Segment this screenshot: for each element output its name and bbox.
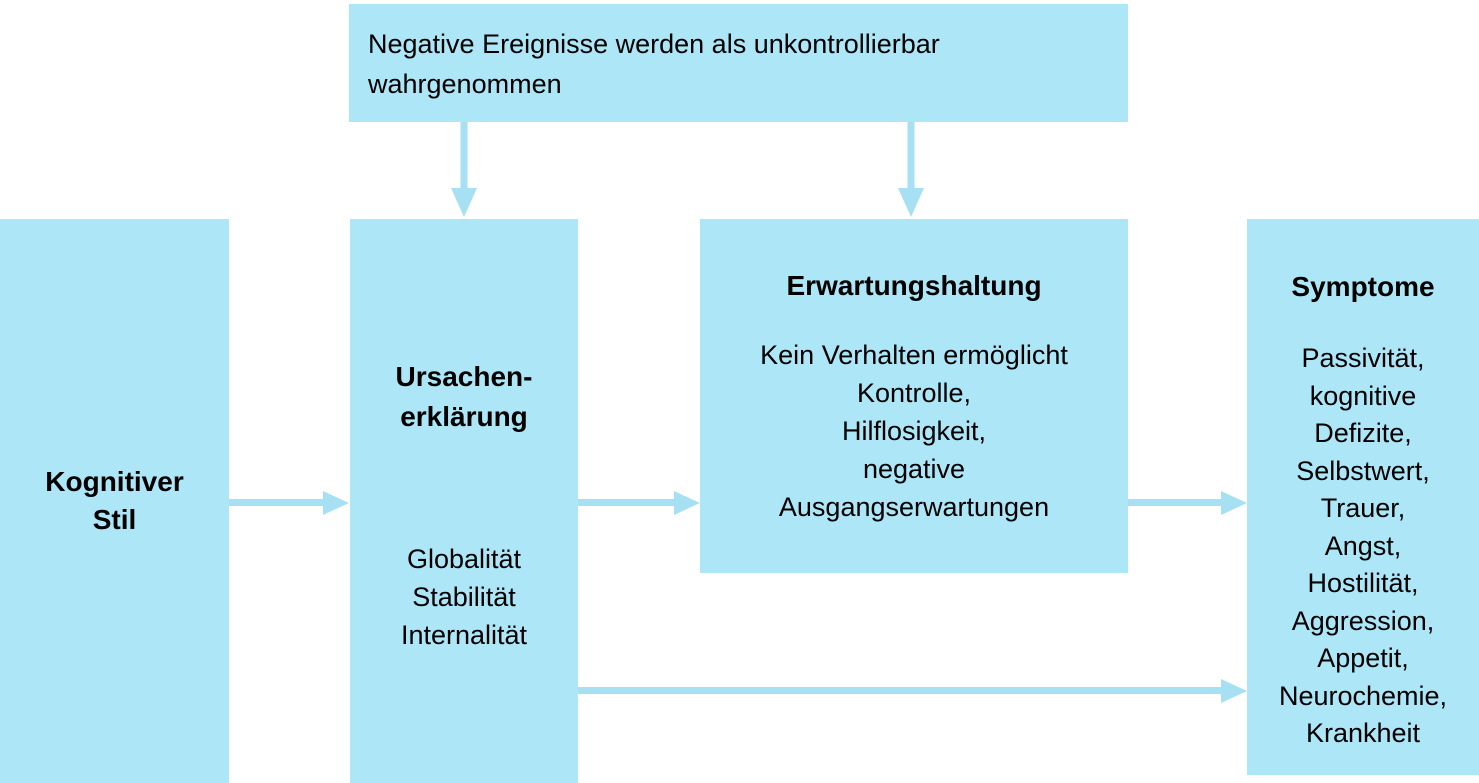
erwartung-body-line: negative	[862, 454, 966, 484]
symptome-body-line: kognitive	[1309, 380, 1417, 411]
ursachen-title-line-2: erklärung	[400, 401, 528, 432]
symptome-body-line: Angst,	[1324, 530, 1402, 561]
box-symptome: Symptome Passivität, kognitive Defizite,…	[1247, 219, 1479, 775]
symptome-body-line: Krankheit	[1305, 718, 1421, 748]
erwartung-title: Erwartungshaltung	[786, 270, 1042, 301]
ursachen-body-line: Globalität	[406, 544, 522, 574]
symptome-body-line: Selbstwert,	[1296, 455, 1430, 486]
arrow-top-to-erwartungshaltung	[898, 122, 924, 217]
erwartung-body-line: Kein Verhalten ermöglicht	[760, 340, 1068, 370]
box-ursachenerklaerung: Ursachen- erklärung Globalität Stabilitä…	[350, 219, 578, 783]
ursachen-title-line-1: Ursachen-	[395, 361, 533, 392]
arrow-ursachen-to-erwartung	[578, 491, 700, 515]
arrow-erwartung-to-symptome	[1128, 491, 1247, 515]
arrow-top-to-ursachenerklaerung	[451, 122, 477, 217]
kognitiver-stil-title-line-1: Kognitiver	[45, 466, 184, 497]
box-negative-events: Negative Ereignisse werden als unkontrol…	[349, 4, 1128, 122]
symptome-body-line: Aggression,	[1291, 605, 1435, 636]
erwartung-body-line: Ausgangserwartungen	[778, 492, 1050, 522]
symptome-title: Symptome	[1291, 271, 1435, 302]
negative-events-line-2: wahrgenommen	[368, 69, 562, 99]
box-kognitiver-stil: Kognitiver Stil	[0, 219, 229, 783]
symptome-body-line: Defizite,	[1314, 418, 1412, 448]
arrow-ursachen-to-symptome	[578, 679, 1247, 703]
erwartung-body-line: Kontrolle,	[856, 378, 972, 408]
box-erwartungshaltung: Erwartungshaltung Kein Verhalten ermögli…	[700, 219, 1128, 573]
negative-events-line-1: Negative Ereignisse werden als unkontrol…	[368, 29, 940, 59]
symptome-body-line: Trauer,	[1320, 493, 1406, 523]
ursachen-body-line: Stabilität	[412, 582, 516, 612]
symptome-body-line: Appetit,	[1317, 643, 1409, 673]
arrow-kognitiver-to-ursachen	[229, 491, 349, 515]
symptome-body-line: Passivität,	[1301, 343, 1425, 373]
erwartung-body-line: Hilflosigkeit,	[841, 416, 987, 446]
kognitiver-stil-title-line-2: Stil	[92, 504, 137, 535]
ursachen-body-line: Internalität	[400, 620, 528, 650]
symptome-body-line: Hostilität,	[1307, 568, 1419, 598]
symptome-body-line: Neurochemie,	[1278, 680, 1448, 711]
